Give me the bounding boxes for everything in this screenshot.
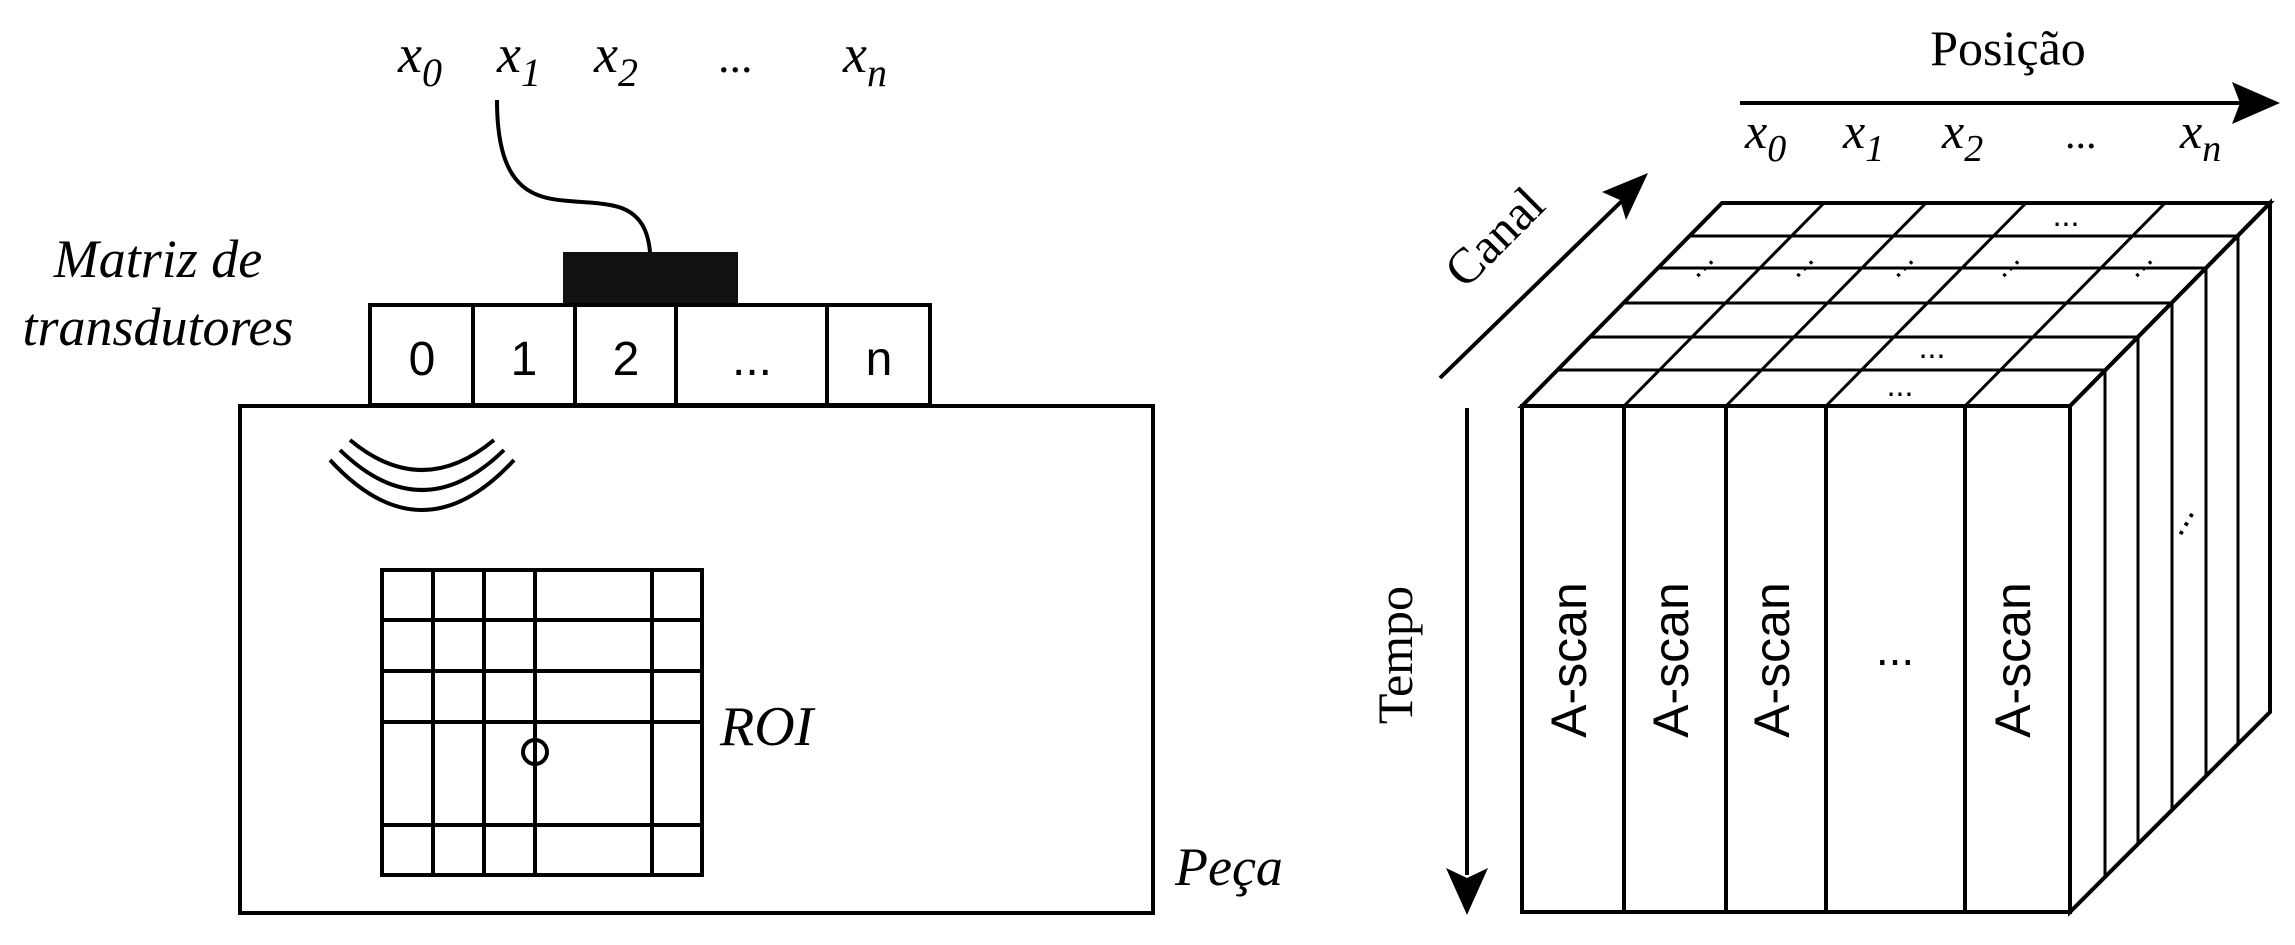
element-ellipsis: ...: [732, 333, 772, 386]
column-label-ellipsis: ...: [1876, 623, 1914, 675]
roi-grid: [380, 568, 704, 877]
channel-axis-label: Canal: [1433, 176, 1555, 298]
connector-block: [563, 252, 738, 304]
array-outline: [368, 303, 932, 407]
top-ellipsis-7: ...: [1982, 240, 2026, 284]
right-pos-ellipsis: ...: [2065, 112, 2097, 158]
cube-front-face: [1520, 404, 2072, 914]
top-ellipsis-3: ...: [2053, 197, 2080, 233]
focus-point: [521, 738, 549, 766]
right-pos-2: x2: [1941, 103, 1983, 170]
column-label-0: A-scan: [1541, 582, 1597, 738]
channel-axis-arrowhead: [1602, 173, 1648, 220]
top-ellipsis-2: ...: [1919, 329, 1946, 365]
position-axis-arrowhead: [2232, 82, 2280, 124]
left-pos-0: x0: [397, 24, 442, 95]
element-2: 2: [613, 333, 640, 386]
element-0: 0: [409, 333, 436, 386]
wave-arc-1: [348, 438, 496, 472]
time-axis-label: Tempo: [1367, 586, 1423, 724]
roi-label: ROI: [719, 696, 816, 758]
column-label-2: A-scan: [1744, 582, 1800, 738]
top-ellipsis-1: ...: [1887, 367, 1914, 403]
cable: [495, 99, 652, 253]
channel-axis-line: [1438, 193, 1630, 380]
element-n: n: [866, 333, 893, 386]
array-label-2: transdutores: [22, 297, 293, 357]
element-1: 1: [511, 333, 538, 386]
part-label: Peça: [1174, 837, 1283, 897]
part-outline: [238, 404, 1155, 915]
side-ellipsis: ...: [2152, 496, 2203, 542]
array-label-1: Matriz de: [53, 229, 263, 289]
top-ellipsis-4: ...: [1676, 240, 1720, 284]
position-axis-label: Posição: [1930, 20, 2086, 76]
cube-right-face: [2068, 198, 2272, 917]
left-panel: x0 x1 x2 ... xn Matriz de transdutores 0…: [22, 24, 1283, 915]
left-pos-ellipsis: ...: [718, 31, 753, 82]
left-pos-2: x2: [593, 24, 638, 95]
left-pos-1: x1: [496, 24, 541, 95]
column-label-n: A-scan: [1985, 582, 2041, 738]
column-label-1: A-scan: [1643, 582, 1699, 738]
right-pos-n: xn: [2179, 103, 2221, 170]
right-panel: Posição x0 x1 x2 ... xn Canal Tempo: [1367, 20, 2280, 917]
right-pos-1: x1: [1842, 103, 1884, 170]
wave-arc-3: [328, 458, 516, 512]
time-axis-arrowhead: [1446, 868, 1488, 915]
wave-arc-2: [338, 448, 506, 492]
left-pos-n: xn: [842, 24, 887, 95]
right-pos-0: x0: [1744, 103, 1786, 170]
